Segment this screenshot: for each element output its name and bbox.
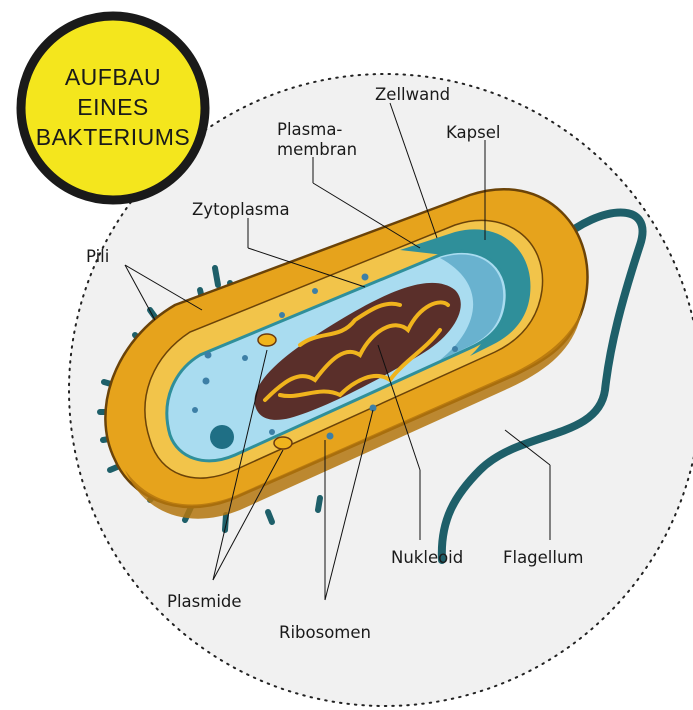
label-zellwand: Zellwand xyxy=(375,85,450,104)
label-plasmide: Plasmide xyxy=(167,592,242,611)
label-kapsel: Kapsel xyxy=(446,123,500,142)
label-zytoplasma: Zytoplasma xyxy=(192,200,290,219)
label-nukleoid: Nukleoid xyxy=(391,548,463,567)
granule xyxy=(210,425,234,449)
badge-line-3: BAKTERIUMS xyxy=(36,124,191,150)
label-flagellum: Flagellum xyxy=(503,548,584,567)
label-pili: Pili xyxy=(86,247,109,266)
badge-line-2: EINES xyxy=(77,94,149,120)
label-plasmamembran-1: Plasma- xyxy=(277,120,342,139)
label-ribosomen: Ribosomen xyxy=(279,623,371,642)
label-plasmamembran-2: membran xyxy=(277,140,357,159)
badge-line-1: AUFBAU xyxy=(65,64,161,90)
